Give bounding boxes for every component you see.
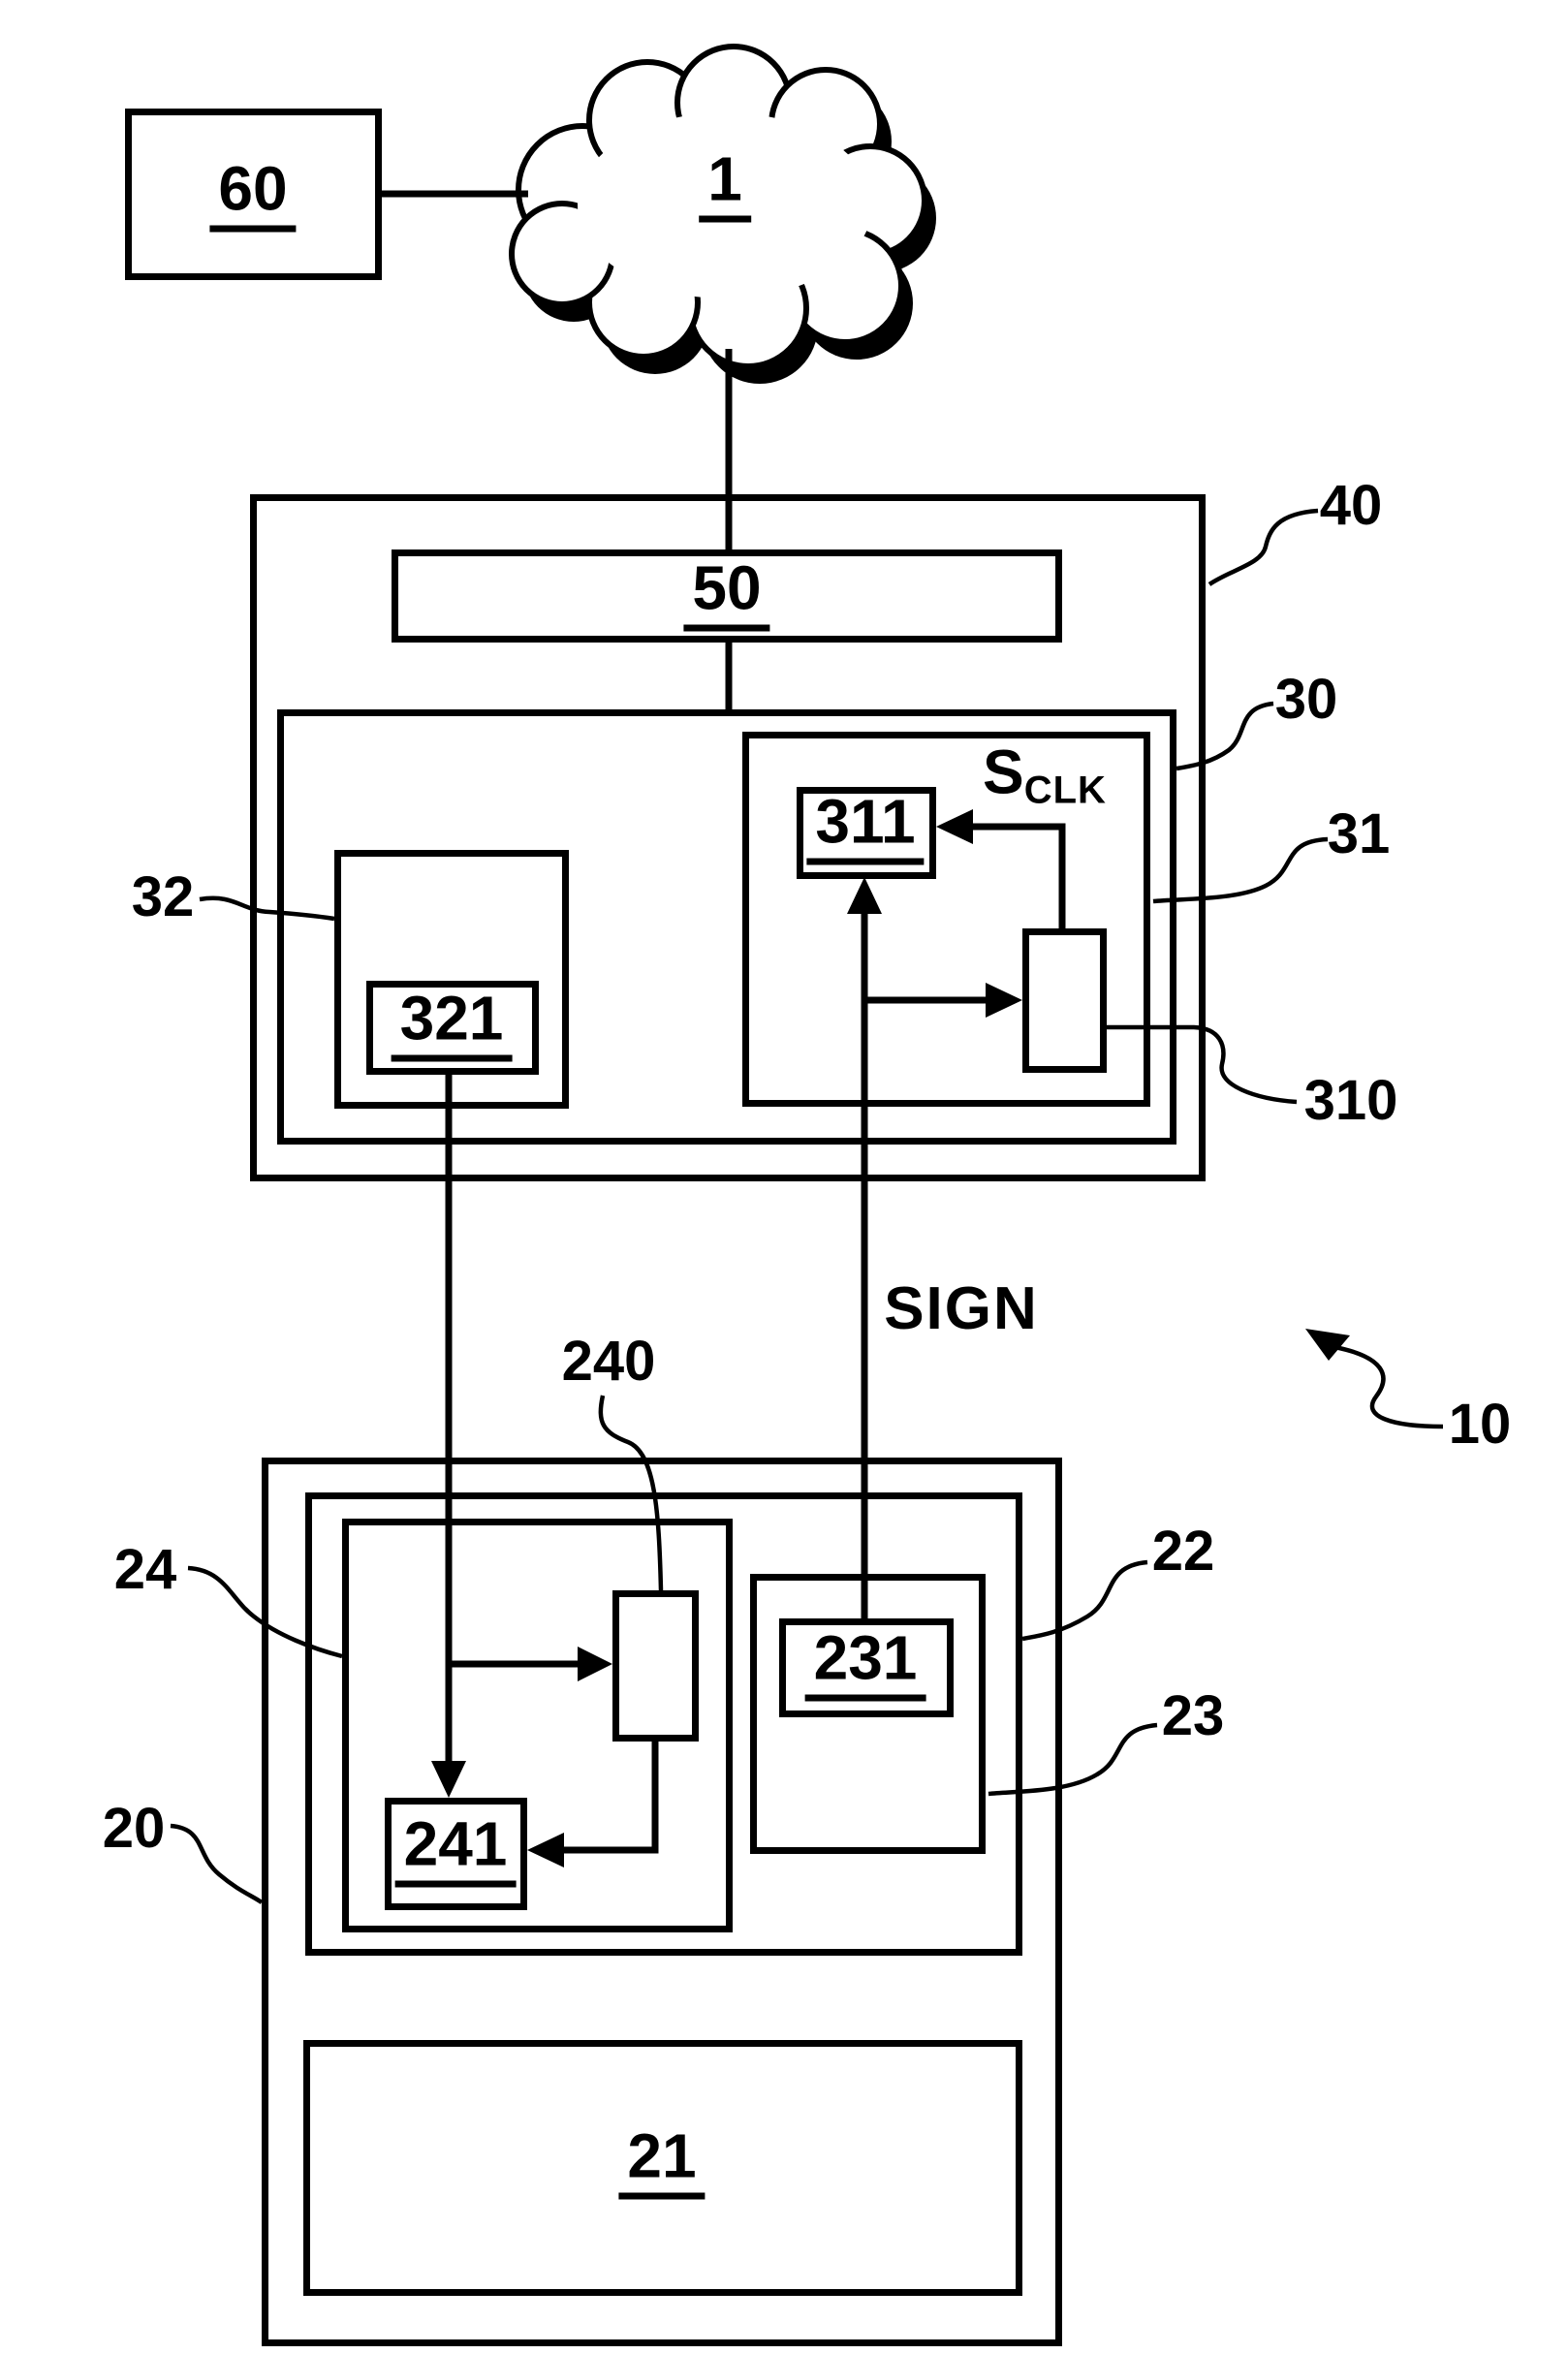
leader-31 bbox=[1152, 836, 1329, 904]
leader-20 bbox=[170, 1823, 264, 1904]
box-21-battery bbox=[303, 2040, 1022, 2296]
label-311: 311 bbox=[806, 789, 925, 865]
leader-40 bbox=[1207, 508, 1319, 586]
label-240: 240 bbox=[561, 1330, 656, 1393]
leader-240 bbox=[598, 1395, 664, 1591]
label-241: 241 bbox=[394, 1811, 517, 1888]
arrowhead-into-241-top bbox=[431, 1761, 466, 1798]
box-50-network-interface bbox=[392, 549, 1062, 643]
box-24-crypto-unit bbox=[342, 1519, 733, 1932]
leader-22 bbox=[1021, 1559, 1148, 1642]
box-241-register bbox=[385, 1798, 527, 1910]
box-60-external-server bbox=[125, 109, 382, 280]
leader-10 bbox=[1333, 1344, 1444, 1429]
box-22-inner-module bbox=[305, 1492, 1022, 1956]
label-1: 1 bbox=[699, 146, 751, 223]
label-310: 310 bbox=[1303, 1069, 1398, 1132]
box-231-register bbox=[779, 1618, 954, 1717]
arrowhead-into-311-left bbox=[936, 809, 973, 844]
label-21: 21 bbox=[618, 2123, 706, 2200]
leader-310 bbox=[1107, 1024, 1298, 1105]
arrowhead-into-241-right bbox=[527, 1833, 564, 1868]
label-60: 60 bbox=[209, 156, 297, 233]
label-30: 30 bbox=[1274, 668, 1338, 731]
label-sign: SIGN bbox=[884, 1275, 1039, 1342]
label-31: 31 bbox=[1327, 802, 1391, 865]
arrowhead-into-240 bbox=[578, 1647, 612, 1681]
leader-24 bbox=[187, 1565, 343, 1659]
box-40-outer-device bbox=[250, 494, 1206, 1181]
box-20-outer-device bbox=[262, 1458, 1062, 2346]
box-31-clock-unit bbox=[742, 732, 1150, 1107]
box-321-register bbox=[366, 981, 539, 1075]
label-22: 22 bbox=[1151, 1520, 1215, 1583]
label-321: 321 bbox=[391, 986, 513, 1062]
box-310-clock-generator bbox=[1022, 928, 1107, 1073]
wire-240-to-241 bbox=[562, 1740, 659, 1854]
box-30-secure-module bbox=[277, 709, 1176, 1145]
box-23-sign-unit bbox=[750, 1574, 986, 1854]
label-32: 32 bbox=[131, 865, 195, 928]
box-311-register bbox=[797, 787, 936, 879]
arrowhead-into-310 bbox=[986, 983, 1022, 1018]
label-40: 40 bbox=[1319, 474, 1383, 537]
box-240-processing-block bbox=[612, 1590, 699, 1742]
arrowhead-ref-10 bbox=[1305, 1329, 1350, 1361]
label-10: 10 bbox=[1448, 1393, 1512, 1456]
wire-310-to-311-sclk bbox=[973, 823, 1066, 931]
label-50: 50 bbox=[683, 555, 770, 632]
label-24: 24 bbox=[113, 1538, 177, 1601]
leader-32 bbox=[199, 895, 335, 922]
arrowhead-sign-into-311 bbox=[847, 877, 882, 914]
box-32-memory-unit bbox=[334, 850, 569, 1109]
leader-30 bbox=[1176, 701, 1274, 771]
label-20: 20 bbox=[102, 1797, 166, 1860]
label-23: 23 bbox=[1161, 1684, 1225, 1747]
label-231: 231 bbox=[804, 1625, 926, 1702]
label-s-clk: SCLK bbox=[983, 737, 1107, 812]
cloud-center-fill bbox=[578, 112, 872, 298]
